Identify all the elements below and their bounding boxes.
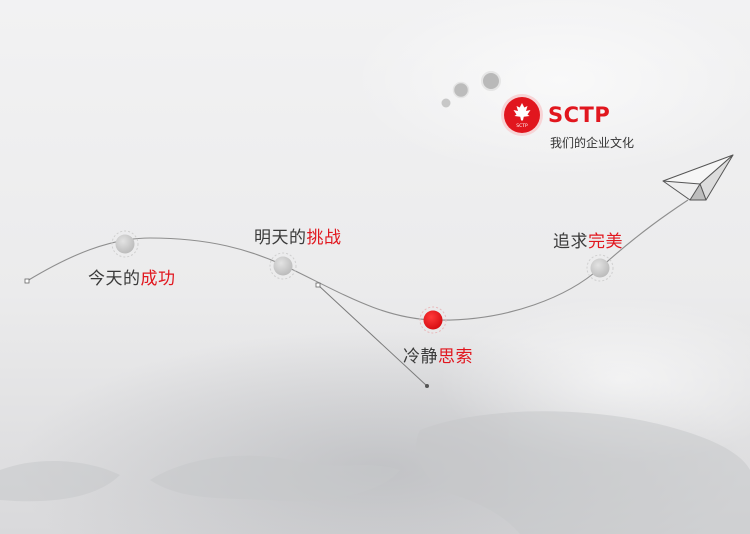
node-tomorrow: [269, 252, 297, 280]
node-think: [419, 306, 447, 334]
milestone-prefix: 明天的: [254, 228, 307, 248]
tangent-handle-top: [315, 282, 321, 288]
milestone-highlight: 完美: [588, 232, 623, 252]
brand-title: SCTP: [548, 103, 611, 127]
milestone-prefix: 今天的: [88, 269, 141, 289]
milestone-highlight: 成功: [140, 269, 176, 289]
paper-plane-icon: [662, 154, 734, 201]
background-map: [0, 411, 750, 534]
milestone-label-tomorrow: 明天的挑战: [254, 223, 342, 248]
node-today: [111, 230, 139, 258]
curve-start-handle: [24, 278, 30, 284]
brand-subtitle: 我们的企业文化: [550, 136, 635, 150]
node-perfect: [586, 254, 614, 282]
tangent-handle-bottom: [425, 384, 429, 388]
journey-curve: [26, 199, 689, 321]
milestone-prefix: 追求: [553, 232, 588, 252]
decor-bubbles: [441, 71, 501, 108]
tangent-line: [317, 284, 428, 387]
milestone-label-today: 今天的成功: [88, 264, 176, 289]
milestone-highlight: 挑战: [306, 228, 342, 248]
brand-logo-badge: [504, 97, 540, 133]
milestone-label-perfect: 追求完美: [553, 227, 623, 252]
milestone-label-think: 冷静思索: [403, 342, 473, 367]
milestone-highlight: 思索: [438, 347, 473, 367]
milestone-prefix: 冷静: [403, 347, 438, 367]
